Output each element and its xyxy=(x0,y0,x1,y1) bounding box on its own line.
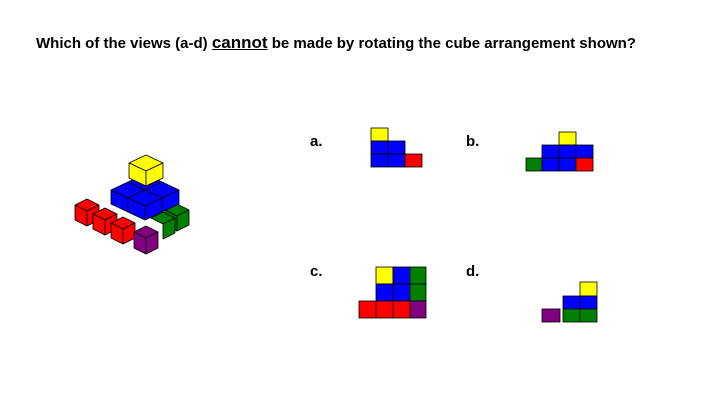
option-b-view[interactable] xyxy=(525,131,597,173)
option-b-label[interactable]: b. xyxy=(466,133,480,150)
option-a-view[interactable] xyxy=(370,127,426,169)
question-emphasis: cannot xyxy=(211,33,268,52)
option-a-label[interactable]: a. xyxy=(310,133,323,150)
cube-arrangement xyxy=(74,154,190,255)
option-d-label[interactable]: d. xyxy=(466,263,480,280)
question-text: Which of the views (a-d) cannot be made … xyxy=(36,33,696,53)
question-suffix: be made by rotating the cube arrangement… xyxy=(267,35,636,52)
question-prefix: Which of the views (a-d) xyxy=(36,35,212,52)
option-d-view[interactable] xyxy=(541,281,603,325)
option-c-label[interactable]: c. xyxy=(310,263,323,280)
option-c-view[interactable] xyxy=(358,266,430,322)
